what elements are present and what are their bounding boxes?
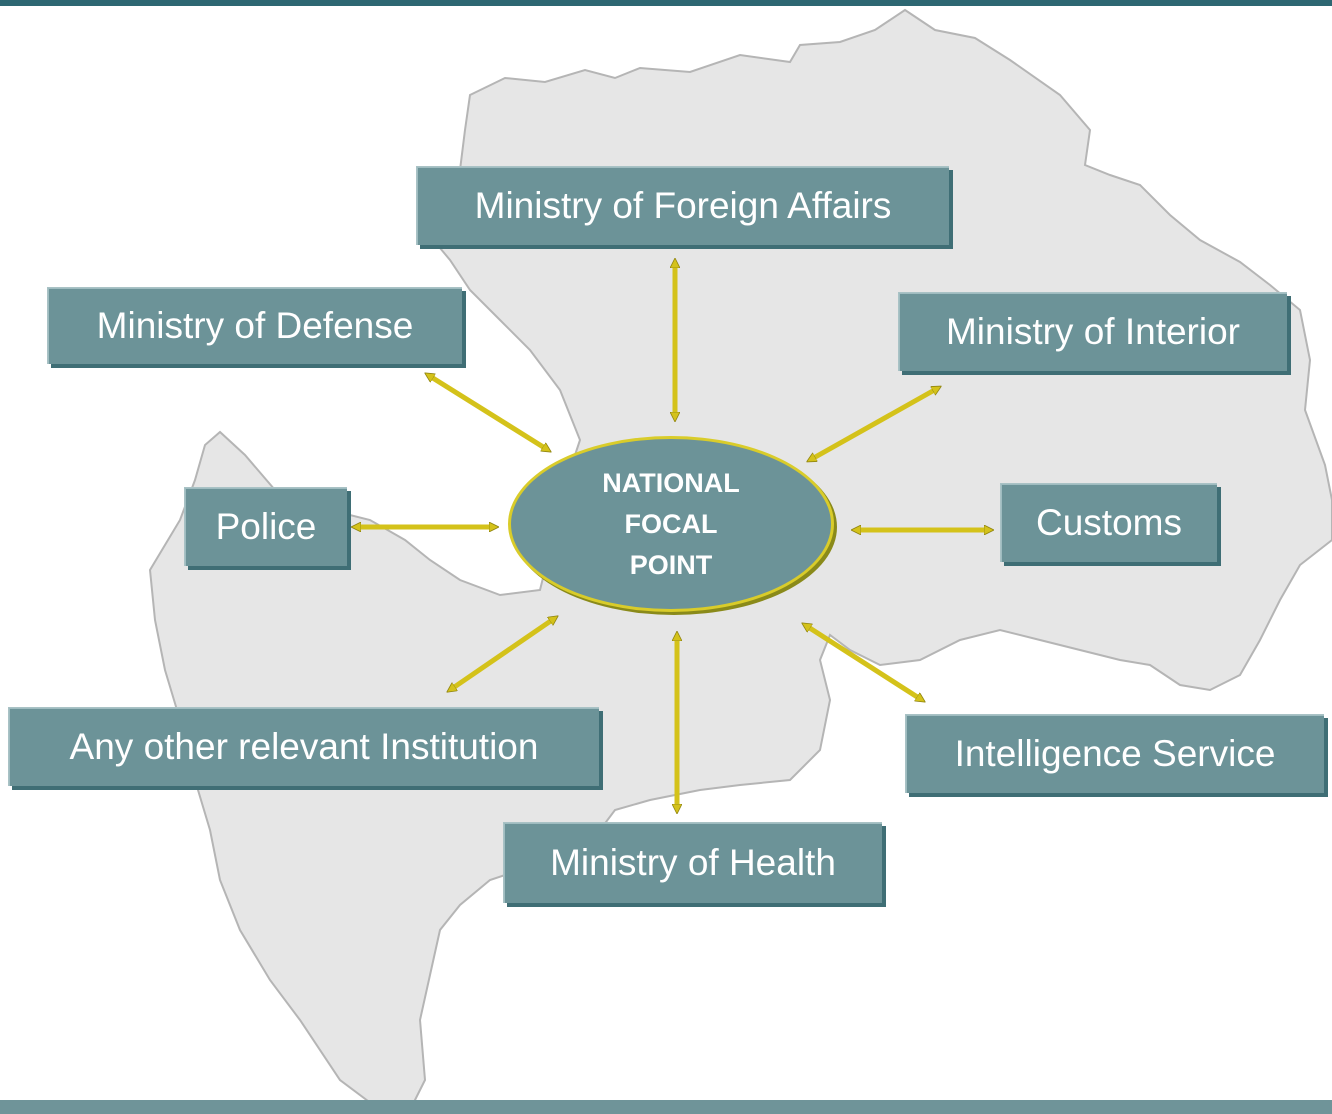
node-ministry-of-defense: Ministry of Defense [47,287,462,364]
arrow-interior [810,388,938,460]
node-label: Ministry of Foreign Affairs [474,185,892,226]
top-bar [0,0,1332,6]
bottom-bar [0,1100,1332,1114]
node-any-other-relevant-institution: Any other relevant Institution [8,707,599,786]
node-customs: Customs [1000,483,1217,562]
node-label: Intelligence Service [954,733,1276,774]
node-label: Ministry of Health [550,842,836,883]
node-label: Police [215,506,317,547]
arrow-defense [428,375,548,450]
node-ministry-of-interior: Ministry of Interior [898,292,1287,371]
arrow-intelligence [805,625,922,700]
focal-line-1: NATIONAL [602,467,740,498]
focal-line-2: FOCAL [624,508,718,539]
national-focal-point: NATIONAL FOCAL POINT [508,436,834,612]
focal-line-3: POINT [629,549,713,580]
arrow-other [450,618,555,690]
node-label: Ministry of Defense [96,305,414,346]
node-ministry-of-health: Ministry of Health [503,822,882,903]
node-ministry-of-foreign-affairs: Ministry of Foreign Affairs [416,166,949,245]
node-label: Any other relevant Institution [69,726,539,767]
node-intelligence-service: Intelligence Service [905,714,1324,793]
node-police: Police [184,487,347,566]
node-label: Ministry of Interior [945,311,1240,352]
node-label: Customs [1036,502,1182,543]
